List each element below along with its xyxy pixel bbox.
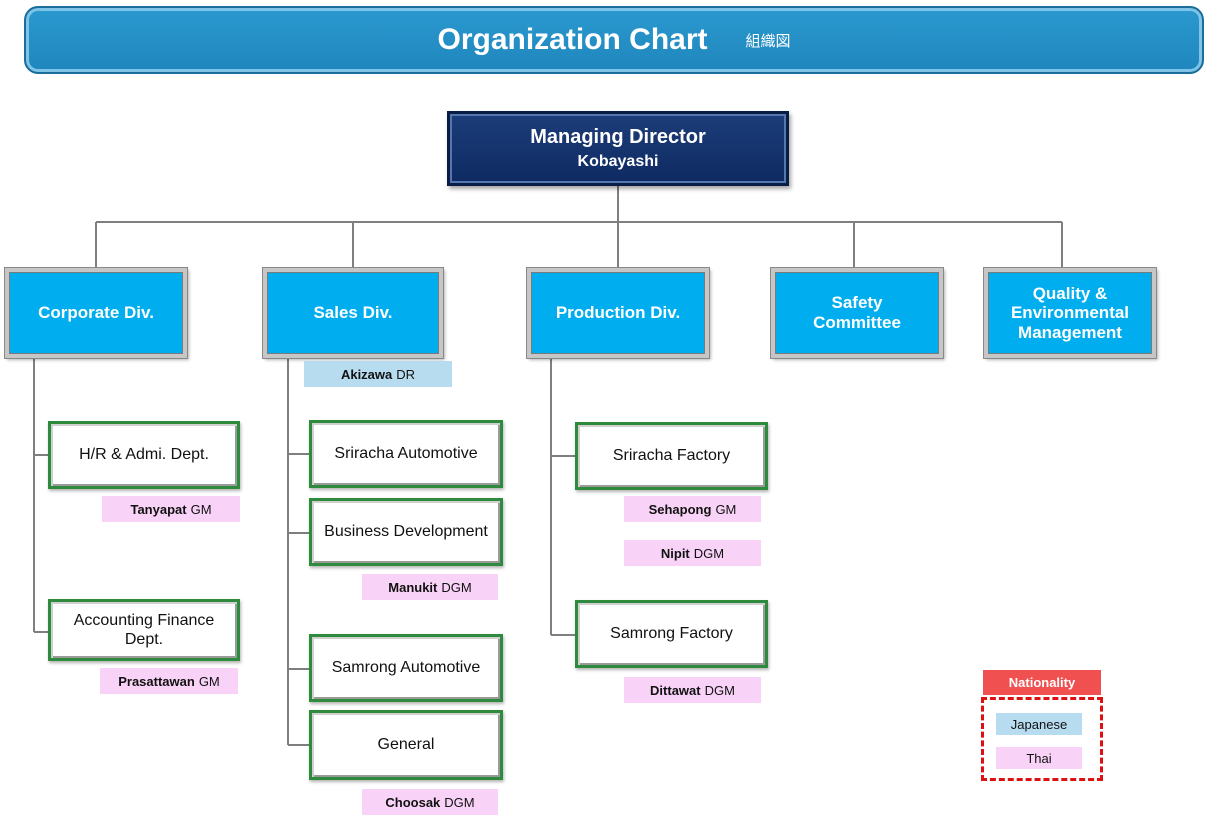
person-name: Choosak bbox=[385, 794, 441, 810]
quality-environmental-box: Quality & Environmental Management bbox=[983, 267, 1157, 359]
person-title: DR bbox=[396, 366, 416, 382]
corporate-division-box: Corporate Div. bbox=[4, 267, 188, 359]
managing-director-role: Managing Director bbox=[530, 126, 706, 148]
hr-admin-dept-box: H/R & Admi. Dept. bbox=[48, 421, 240, 489]
dept-label: Accounting Finance Dept. bbox=[73, 611, 215, 648]
safety-committee-box: Safety Committee bbox=[770, 267, 944, 359]
sriracha-automotive-box: Sriracha Automotive bbox=[309, 420, 503, 488]
general-box: General bbox=[309, 710, 503, 780]
person-name: Dittawat bbox=[650, 682, 701, 698]
dept-label: Business Development bbox=[324, 523, 488, 541]
managing-director-box: Managing Director Kobayashi bbox=[447, 111, 789, 186]
person-name: Tanyapat bbox=[130, 501, 187, 517]
dept-label: Samrong Factory bbox=[610, 625, 733, 643]
legend-item-thai: Thai bbox=[996, 747, 1082, 769]
person-title: DGM bbox=[444, 794, 475, 810]
dept-label: General bbox=[377, 736, 435, 754]
sales-division-box: Sales Div. bbox=[262, 267, 444, 359]
dept-label: Sriracha Factory bbox=[612, 447, 731, 465]
person-name: Akizawa bbox=[340, 366, 393, 382]
person-title: DGM bbox=[693, 545, 725, 561]
title-banner: Organization Chart 組織図 bbox=[24, 6, 1204, 74]
page-subtitle: 組織図 bbox=[745, 32, 791, 50]
page-title: Organization Chart bbox=[437, 23, 708, 56]
dept-label: H/R & Admi. Dept. bbox=[79, 446, 209, 464]
accounting-finance-dept-box: Accounting Finance Dept. bbox=[48, 599, 240, 661]
legend-title: Nationality bbox=[983, 670, 1101, 695]
samrong-automotive-box: Samrong Automotive bbox=[309, 634, 503, 702]
division-label: Production Div. bbox=[555, 303, 681, 323]
person-name: Sehapong bbox=[648, 501, 712, 517]
production-division-box: Production Div. bbox=[526, 267, 710, 359]
managing-director-name: Kobayashi bbox=[577, 153, 659, 170]
division-label: Corporate Div. bbox=[38, 303, 154, 323]
division-label: Quality & Environmental Management bbox=[1010, 283, 1130, 342]
legend-item-japanese: Japanese bbox=[996, 713, 1082, 735]
person-name: Nipit bbox=[660, 545, 690, 561]
division-label: Sales Div. bbox=[313, 303, 393, 323]
person-title: DGM bbox=[441, 579, 472, 595]
person-title: GM bbox=[198, 673, 220, 689]
person-title: DGM bbox=[704, 682, 735, 698]
dept-label: Sriracha Automotive bbox=[334, 445, 478, 463]
person-title: GM bbox=[715, 501, 737, 517]
person-name: Manukit bbox=[388, 579, 438, 595]
legend-box bbox=[981, 697, 1103, 781]
person-name: Prasattawan bbox=[118, 673, 195, 689]
person-title: GM bbox=[190, 501, 212, 517]
sriracha-factory-box: Sriracha Factory bbox=[575, 422, 768, 490]
dept-label: Samrong Automotive bbox=[331, 659, 481, 677]
division-label: Safety Committee bbox=[813, 293, 901, 332]
business-development-box: Business Development bbox=[309, 498, 503, 566]
samrong-factory-box: Samrong Factory bbox=[575, 600, 768, 668]
